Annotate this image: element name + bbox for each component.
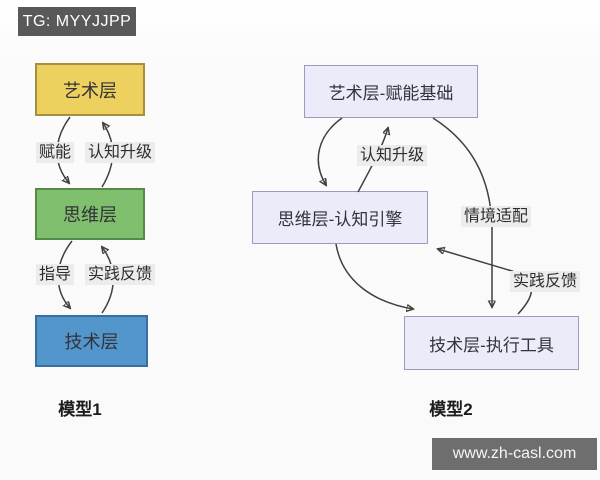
model2-node-art-layer: 艺术层-赋能基础 xyxy=(304,65,478,118)
model1-edge-label-practice-feedback: 实践反馈 xyxy=(85,264,156,285)
model2-node-tech-layer: 技术层-执行工具 xyxy=(404,316,579,370)
model2-edge-label-practice-feedback: 实践反馈 xyxy=(510,271,581,292)
tg-badge: TG: MYYJJPP xyxy=(18,7,136,36)
model1-node-art-layer: 艺术层 xyxy=(35,63,145,116)
model1-node-tech-layer: 技术层 xyxy=(35,315,148,367)
model2-caption: 模型2 xyxy=(429,400,473,419)
watermark-url: www.zh-casl.com xyxy=(432,438,597,470)
model1-edge-label-guide: 指导 xyxy=(36,264,75,285)
model2-node-mind-layer: 思维层-认知引擎 xyxy=(252,191,428,244)
model2-edge-label-cognitive-upgrade: 认知升级 xyxy=(357,145,428,166)
model1-node-mind-layer: 思维层 xyxy=(35,188,145,240)
model2-edge-mind-to-tech xyxy=(335,243,413,309)
model1-edge-label-cognitive-upgrade: 认知升级 xyxy=(85,142,156,163)
model2-edge-art-to-mind xyxy=(317,117,343,185)
model1-edge-label-empower: 赋能 xyxy=(36,142,75,163)
model2-edge-label-context-adaptation: 情境适配 xyxy=(461,206,532,227)
model1-caption: 模型1 xyxy=(58,400,102,419)
